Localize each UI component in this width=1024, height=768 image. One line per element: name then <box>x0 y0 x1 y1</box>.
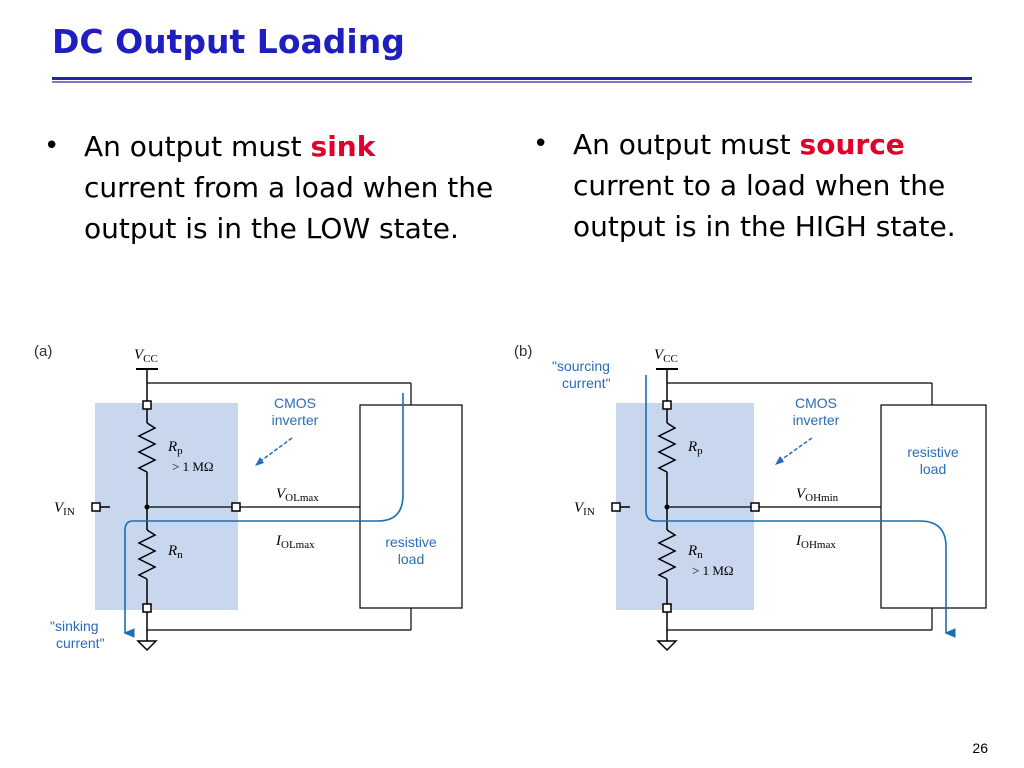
panel-label: (a) <box>34 343 52 360</box>
vcc-terminal <box>142 400 152 410</box>
vcc-label: VCC <box>134 347 158 365</box>
rn-resistor <box>137 529 157 580</box>
bullet-text: An output must <box>84 130 311 163</box>
vout-label: VOHmin <box>796 486 839 504</box>
page-number: 26 <box>972 740 988 756</box>
slide-title: DC Output Loading <box>52 22 405 61</box>
vcc-label: VCC <box>654 347 678 365</box>
bullet-sink: An output must sink current from a load … <box>84 126 504 249</box>
iout-label: IOLmax <box>275 533 315 551</box>
rn-label: Rn <box>167 543 183 561</box>
vcc-terminal <box>662 400 672 410</box>
vin-label: VIN <box>574 500 595 518</box>
rp-label: Rp <box>687 439 703 457</box>
vin-terminal <box>91 502 101 512</box>
rp-resistor <box>137 422 157 473</box>
bullet-marker: • <box>44 131 60 161</box>
cmos-pointer-arrow <box>777 437 813 463</box>
output-terminal <box>231 502 241 512</box>
bullet-text-rest: current to a load when the output is in … <box>573 169 956 243</box>
ground-symbol <box>136 640 158 652</box>
sinking-current-path <box>123 393 404 638</box>
highlight-sink: sink <box>310 130 376 163</box>
bullet-text-rest: current from a load when the output is i… <box>84 171 494 245</box>
output-terminal <box>750 502 760 512</box>
rn-resistor <box>657 529 677 580</box>
vin-terminal <box>611 502 621 512</box>
resistive-load-box <box>880 404 987 609</box>
panel-label: (b) <box>514 343 532 360</box>
cmos-pointer-arrow <box>257 437 293 464</box>
bullet-marker: • <box>533 129 549 159</box>
vin-label: VIN <box>54 500 75 518</box>
resistive-load-box <box>359 404 463 609</box>
rp-value: > 1 MΩ <box>172 459 214 474</box>
bullet-text: An output must <box>573 128 800 161</box>
rp-resistor <box>657 422 677 473</box>
gnd-terminal <box>142 603 152 613</box>
ground-symbol <box>656 640 678 652</box>
gnd-terminal <box>662 603 672 613</box>
highlight-source: source <box>799 128 905 161</box>
rn-value: > 1 MΩ <box>692 563 734 578</box>
iout-label: IOHmax <box>795 533 836 551</box>
rn-label: Rn <box>687 543 703 561</box>
bullet-source: An output must source current to a load … <box>573 124 993 247</box>
sourcing-current-path <box>645 375 956 638</box>
title-divider <box>52 77 972 83</box>
vout-label: VOLmax <box>276 486 319 504</box>
rp-label: Rp <box>167 439 183 457</box>
